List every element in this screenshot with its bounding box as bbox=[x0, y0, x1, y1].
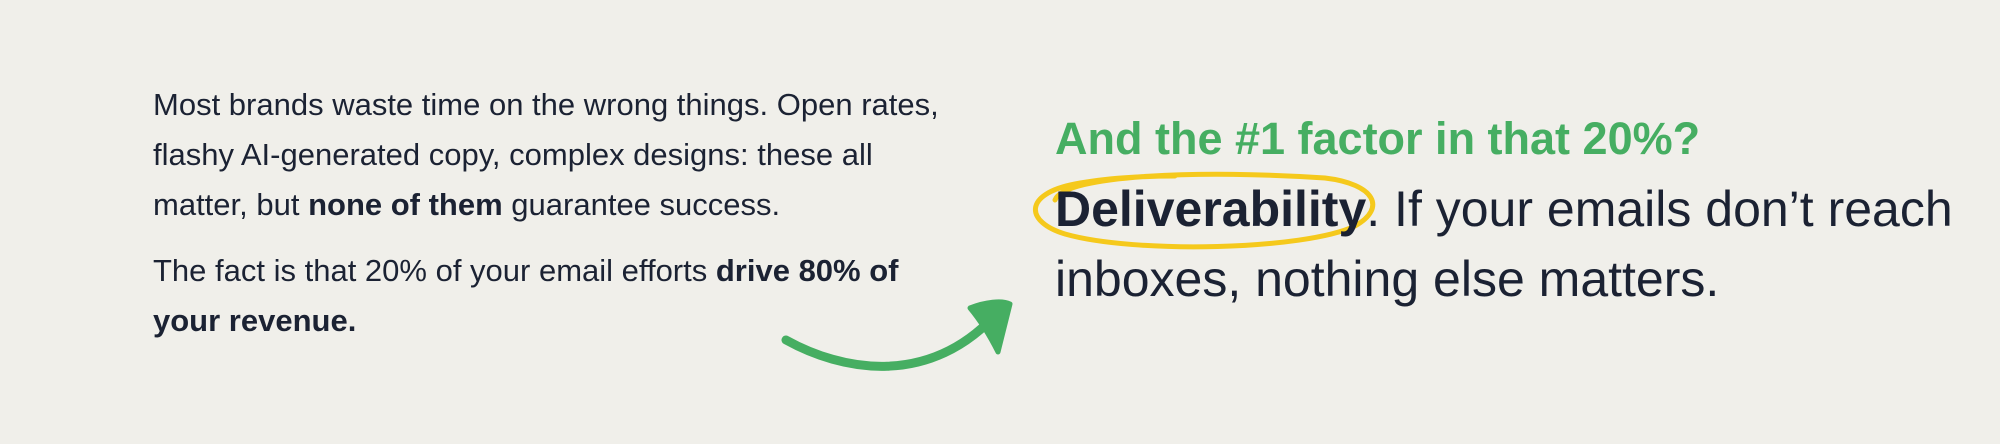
fact-paragraph: The fact is that 20% of your email effor… bbox=[153, 246, 953, 346]
deliverability-rest: . If your emails don’t reach inboxes, no… bbox=[1055, 181, 1953, 307]
intro-paragraph-text: Most brands waste time on the wrong thin… bbox=[153, 87, 939, 222]
deliverability-highlight: Deliverability bbox=[1033, 171, 1376, 250]
intro-paragraph: Most brands waste time on the wrong thin… bbox=[153, 80, 953, 230]
intro-paragraph-emphasis: none of them bbox=[308, 187, 503, 222]
intro-text-block: Most brands waste time on the wrong thin… bbox=[153, 80, 953, 346]
deliverability-statement: Deliverability. If your emails don’t rea… bbox=[1033, 171, 1955, 314]
fact-paragraph-text: The fact is that 20% of your email effor… bbox=[153, 253, 716, 288]
intro-paragraph-ending: guarantee success. bbox=[502, 187, 781, 222]
curved-arrow-icon bbox=[781, 299, 1013, 371]
deliverability-word: Deliverability bbox=[1055, 181, 1367, 237]
key-question-heading: And the #1 factor in that 20%? bbox=[1055, 113, 1701, 164]
key-message-block: And the #1 factor in that 20%? Deliverab… bbox=[1033, 108, 1955, 314]
hand-drawn-circle-icon bbox=[1033, 171, 1376, 250]
fact-paragraph-emphasis: drive 80% of your revenue. bbox=[153, 253, 899, 338]
